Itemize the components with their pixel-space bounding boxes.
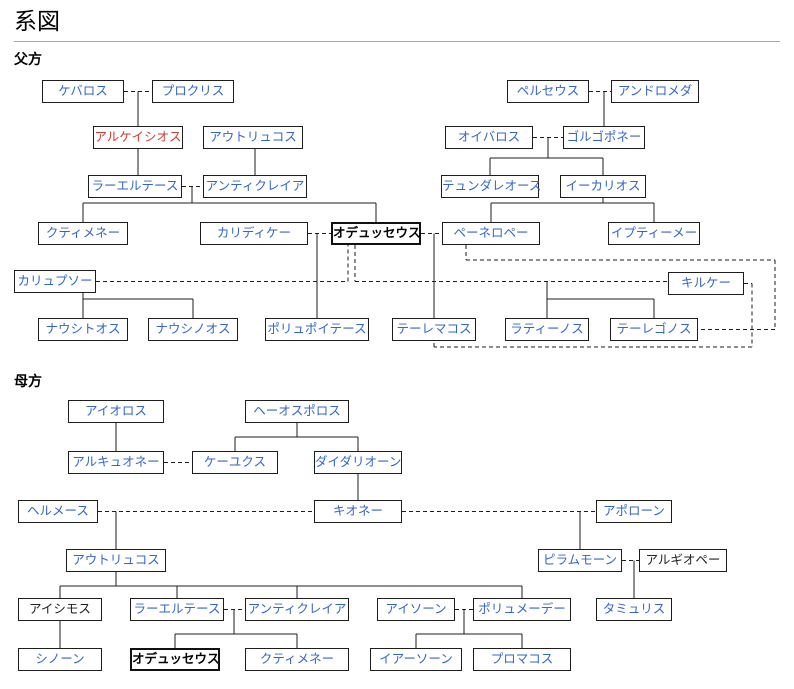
genealogy-node-label: アルケイシオス (94, 130, 182, 144)
genealogy-node-label: クティメネー (45, 226, 121, 240)
genealogy-node-hermes[interactable]: ヘルメース (18, 500, 98, 523)
genealogy-node-oibalos[interactable]: オイバロス (445, 126, 533, 149)
genealogy-node-nausinoos[interactable]: ナウシノオス (148, 318, 238, 341)
genealogy-node-aisimos[interactable]: アイシモス (18, 598, 102, 621)
genealogy-node-label: キルケー (680, 276, 731, 290)
genealogy-node-label: アンティクレイア (205, 179, 305, 193)
genealogy-node-gorgophone[interactable]: ゴルゴポネー (563, 126, 645, 149)
genealogy-node-label: クティメネー (259, 652, 335, 666)
genealogy-node-telegonos[interactable]: テーレゴノス (610, 318, 698, 341)
genealogy-node-ktimene-p[interactable]: クティメネー (38, 222, 128, 245)
genealogy-node-label: プロマコス (490, 652, 554, 666)
genealogy-node-nausithoos[interactable]: ナウシトオス (38, 318, 128, 341)
genealogy-node-philammon[interactable]: ピラムモーン (538, 549, 622, 572)
genealogy-node-label: アウトリュコス (72, 553, 160, 567)
genealogy-node-sinon[interactable]: シノーン (18, 648, 102, 671)
genealogy-node-label: ゴルゴポネー (566, 130, 642, 144)
genealogy-node-odysseus-m[interactable]: オデュッセウス (130, 648, 220, 671)
genealogy-node-odysseus-p[interactable]: オデュッセウス (331, 222, 421, 245)
genealogy-node-label: ヘーオスポロス (253, 404, 341, 418)
genealogy-node-keyx[interactable]: ケーユクス (192, 451, 278, 474)
genealogy-node-label: アンドロメダ (617, 84, 693, 98)
genealogy-node-kallidike[interactable]: カリディケー (200, 222, 308, 245)
genealogy-node-label: テーレゴノス (616, 322, 692, 336)
genealogy-node-label: アイオロス (85, 404, 147, 418)
genealogy-node-thamyris[interactable]: タミュリス (596, 598, 672, 621)
genealogy-node-iphthime[interactable]: イプティーメー (608, 222, 700, 245)
genealogy-node-laertes-m[interactable]: ラーエルテース (130, 598, 224, 621)
genealogy-node-label: カリュプソー (17, 274, 93, 288)
genealogy-node-andromeda[interactable]: アンドロメダ (611, 80, 699, 103)
genealogy-node-label: イプティーメー (610, 226, 698, 240)
genealogy-node-label: シノーン (35, 652, 85, 666)
genealogy-node-label: カリディケー (216, 226, 292, 240)
genealogy-node-label: ナウシトオス (45, 322, 121, 336)
genealogy-node-apollon[interactable]: アポローン (596, 500, 672, 523)
genealogy-node-alkyone[interactable]: アルキュオネー (68, 451, 164, 474)
genealogy-node-kalypso[interactable]: カリュプソー (14, 270, 96, 293)
genealogy-node-latinos[interactable]: ラティーノス (505, 318, 589, 341)
genealogy-node-label: ポリュポイテース (267, 322, 367, 336)
genealogy-node-kephalos[interactable]: ケバロス (42, 80, 124, 103)
genealogy-node-penelope[interactable]: ペーネロペー (442, 222, 540, 245)
genealogy-node-label: ペーネロペー (453, 226, 529, 240)
genealogy-node-ktimene-m[interactable]: クティメネー (245, 648, 349, 671)
genealogy-node-aiolos[interactable]: アイオロス (68, 400, 164, 423)
genealogy-node-label: キオネー (332, 504, 383, 518)
genealogy-node-argiope[interactable]: アルギオペー (639, 549, 727, 572)
genealogy-node-label: ラーエルテース (133, 602, 221, 616)
genealogy-node-iason[interactable]: イアーソーン (370, 648, 462, 671)
genealogy-node-label: アウトリュコス (209, 130, 297, 144)
genealogy-node-label: プロクリス (161, 84, 225, 98)
genealogy-node-label: ケーユクス (203, 455, 267, 469)
genealogy-node-polypoites[interactable]: ポリュポイテース (265, 318, 369, 341)
genealogy-node-kirke[interactable]: キルケー (668, 272, 744, 295)
genealogy-node-label: イアーソーン (379, 652, 453, 666)
genealogy-node-chione[interactable]: キオネー (314, 500, 402, 523)
genealogy-node-autolykos-m[interactable]: アウトリュコス (66, 549, 166, 572)
genealogy-node-label: タミュリス (602, 602, 666, 616)
genealogy-node-label: アルギオペー (645, 553, 721, 567)
genealogy-node-antikleia-m[interactable]: アンティクレイア (245, 598, 349, 621)
genealogy-node-label: アルキュオネー (72, 455, 160, 469)
genealogy-node-label: ポリュメーデー (478, 602, 566, 616)
genealogy-node-ikarios[interactable]: イーカリオス (560, 175, 646, 198)
genealogy-node-label: アイソーン (385, 602, 447, 616)
genealogy-node-label: オデュッセウス (333, 226, 421, 240)
genealogy-node-label: ヘルメース (27, 504, 89, 518)
genealogy-node-laertes-p[interactable]: ラーエルテース (88, 175, 182, 198)
genealogy-node-label: ケバロス (58, 84, 108, 98)
genealogy-node-label: アポローン (603, 504, 665, 518)
page-title: 系図 (14, 8, 60, 34)
genealogy-node-antikleia-p[interactable]: アンティクレイア (203, 175, 307, 198)
genealogy-node-prokris[interactable]: プロクリス (152, 80, 234, 103)
genealogy-node-promachos[interactable]: プロマコス (473, 648, 571, 671)
genealogy-node-tyndareos[interactable]: テュンダレオース (441, 175, 542, 198)
genealogy-node-label: ダイダリオーン (315, 455, 402, 469)
genealogy-node-label: オイバロス (457, 130, 521, 144)
genealogy-node-label: イーカリオス (565, 179, 641, 193)
genealogy-node-label: テーレマコス (396, 322, 472, 336)
section-heading-maternal: 母方 (14, 373, 42, 389)
genealogy-node-label: ペルセウス (516, 84, 580, 98)
genealogy-node-perseus[interactable]: ペルセウス (507, 80, 589, 103)
genealogy-node-label: ナウシノオス (155, 322, 231, 336)
genealogy-node-daidalion[interactable]: ダイダリオーン (314, 451, 402, 474)
genealogy-node-aison[interactable]: アイソーン (377, 598, 455, 621)
genealogy-node-arkeisios[interactable]: アルケイシオス (93, 126, 183, 149)
title-divider (14, 41, 780, 42)
genealogy-node-label: テュンダレオース (442, 179, 542, 193)
genealogy-node-polymede[interactable]: ポリュメーデー (473, 598, 571, 621)
genealogy-node-label: ピラムモーン (542, 553, 617, 567)
genealogy-node-label: アンティクレイア (247, 602, 347, 616)
genealogy-node-label: アイシモス (29, 602, 91, 616)
section-heading-paternal: 父方 (14, 51, 42, 67)
genealogy-node-label: オデュッセウス (132, 652, 220, 666)
genealogy-node-label: ラーエルテース (91, 179, 179, 193)
genealogy-node-heosphoros[interactable]: ヘーオスポロス (245, 400, 349, 423)
genealogy-node-autolykos-p[interactable]: アウトリュコス (203, 126, 303, 149)
genealogy-node-label: ラティーノス (510, 322, 584, 336)
genealogy-node-telemachos[interactable]: テーレマコス (392, 318, 476, 341)
